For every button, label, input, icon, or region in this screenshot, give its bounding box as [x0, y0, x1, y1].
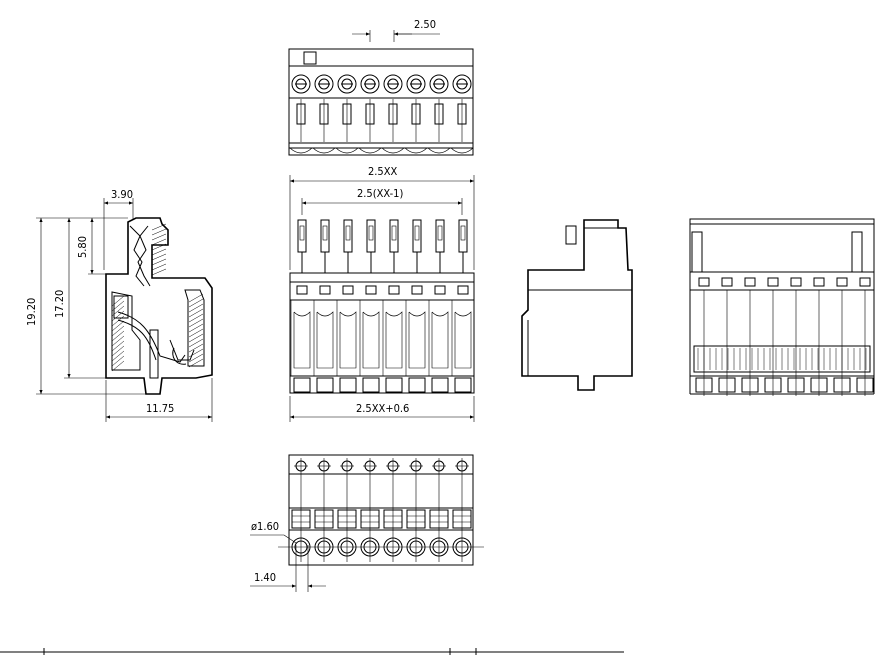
screw-head [360, 74, 380, 94]
pin-window [721, 277, 733, 287]
screw-head [383, 74, 403, 94]
side-top-offset-label: 3.90 [111, 188, 133, 201]
pin-span-label: 2.5(XX-1) [357, 187, 403, 200]
pin [320, 219, 330, 253]
side-depth-label: 11.75 [146, 402, 174, 415]
pin [412, 219, 422, 253]
screw-head [429, 74, 449, 94]
hole-offset-label: 1.40 [254, 571, 276, 584]
pin [389, 219, 399, 253]
pin-window [836, 277, 848, 287]
body-length-label: 2.5XX+0.6 [356, 402, 409, 415]
pin-window [813, 277, 825, 287]
pin-window [698, 277, 710, 287]
side-section-view: 3.90 5.80 17.20 19.20 11.75 [25, 188, 213, 422]
right-side-view [521, 219, 633, 391]
bottom-view: ø1.60 1.40 [250, 454, 484, 592]
side-total-height-label: 19.20 [25, 298, 38, 326]
pin [458, 219, 468, 253]
pitch-label: 2.50 [414, 18, 436, 31]
top-view: 2.50 [288, 18, 474, 156]
total-length-label: 2.5XX [368, 165, 398, 178]
pin-window [744, 277, 756, 287]
title-block-border [0, 648, 624, 655]
side-body-height-label: 17.20 [53, 290, 66, 318]
pin [343, 219, 353, 253]
rear-view [689, 218, 875, 396]
pin [366, 219, 376, 253]
pin [435, 219, 445, 253]
pin-window [790, 277, 802, 287]
pin-window [767, 277, 779, 287]
screw-head [291, 74, 311, 94]
screw-head [452, 74, 472, 94]
screw-head [314, 74, 334, 94]
screw-head [406, 74, 426, 94]
screw-head [337, 74, 357, 94]
hole-diameter-label: ø1.60 [251, 520, 279, 533]
front-view: 2.5XX 2.5(XX-1) 2.5XX+0.6 [289, 165, 475, 422]
pin [297, 219, 307, 253]
pin-window [859, 277, 871, 287]
side-pin-height-label: 5.80 [76, 236, 89, 258]
